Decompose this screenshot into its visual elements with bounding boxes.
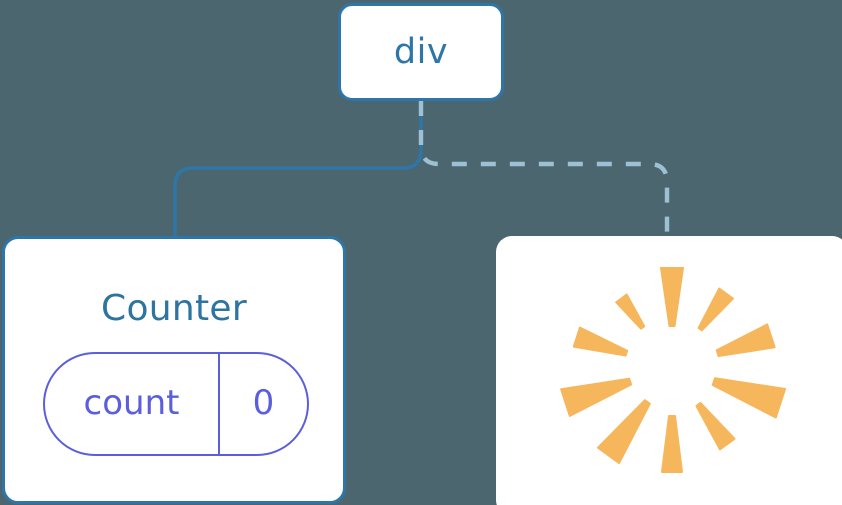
spinner-spoke-0 xyxy=(660,267,684,327)
state-pill-count[interactable]: count 0 xyxy=(43,352,309,456)
spinner-spoke-3 xyxy=(711,377,787,419)
spinner-spoke-8 xyxy=(572,326,629,357)
connector-root-to-loading xyxy=(418,101,670,240)
spinner-spoke-7 xyxy=(560,377,633,417)
connector-root-to-counter xyxy=(173,99,423,242)
state-pill-value: 0 xyxy=(252,383,275,423)
spinner-spoke-5 xyxy=(661,415,683,473)
spinner-spoke-1 xyxy=(697,287,734,332)
loading-spinner-icon xyxy=(560,267,787,473)
spinner-spoke-6 xyxy=(597,399,651,465)
node-div-label: div xyxy=(393,31,449,72)
state-pill-key: count xyxy=(45,354,220,454)
node-counter-label: Counter xyxy=(101,288,247,329)
spinner-spoke-4 xyxy=(695,401,736,451)
node-loading[interactable] xyxy=(496,236,842,505)
spinner-spoke-9 xyxy=(615,293,646,330)
node-div[interactable]: div xyxy=(338,3,504,101)
spinner-spoke-2 xyxy=(715,323,776,358)
